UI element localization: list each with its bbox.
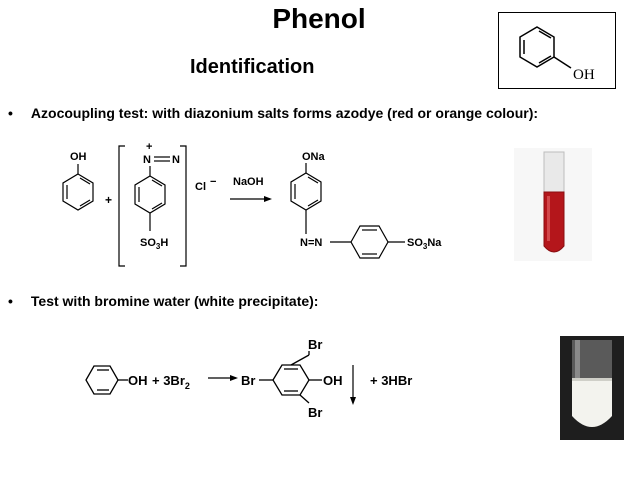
azo-plus: + [105, 193, 112, 207]
br-product-oh: OH [323, 373, 343, 388]
azo-product-so3na: SO3Na [407, 237, 442, 251]
br-top: Br [308, 337, 322, 352]
azo-reagent-naoh: NaOH [233, 176, 264, 188]
bullet-bromine: • Test with bromine water (white precipit… [8, 293, 318, 309]
white-tube-illustration [560, 336, 624, 440]
white-precipitate-tube-photo [560, 336, 624, 440]
azo-diazo-n1: N [143, 154, 151, 166]
bullet-azocoupling: • Azocoupling test: with diazonium salts … [8, 105, 538, 121]
bullet-text: Test with bromine water (white precipita… [30, 293, 319, 309]
phenol-structure-diagram: OH [519, 26, 595, 83]
azo-diazo-n2: N [172, 154, 180, 166]
red-tube-illustration [514, 148, 592, 261]
azocoupling-reaction-scheme: OH + + N N SO3H Cl− NaOH ONa N=N SO3Na [62, 141, 442, 267]
red-test-tube-photo [514, 148, 592, 261]
azo-so3h: SO3H [140, 237, 168, 251]
phenol-oh-label: OH [573, 67, 595, 83]
azo-chloride: Cl− [195, 176, 216, 193]
br-phenol-oh: OH [128, 373, 148, 388]
bullet-text: Azocoupling test: with diazonium salts f… [30, 105, 539, 121]
azo-diazo-charge: + [146, 141, 152, 153]
azo-phenol-oh: OH [70, 151, 87, 163]
azo-product-nn: N=N [300, 237, 322, 249]
slide-subtitle: Identification [190, 56, 315, 78]
slide-title: Phenol [272, 3, 366, 34]
phenol-structure-box: OH [498, 12, 616, 89]
br-byproduct: + 3HBr [370, 373, 412, 388]
br-left: Br [241, 373, 255, 388]
bullet-symbol: • [8, 293, 13, 309]
bullet-symbol: • [8, 105, 13, 121]
azo-product-ona: ONa [302, 151, 326, 163]
br-bottom: Br [308, 405, 322, 420]
bromine-reaction-scheme: OH + 3Br2 Br Br Br OH + 3HBr [85, 337, 412, 420]
br-reagent: + 3Br2 [152, 373, 190, 391]
